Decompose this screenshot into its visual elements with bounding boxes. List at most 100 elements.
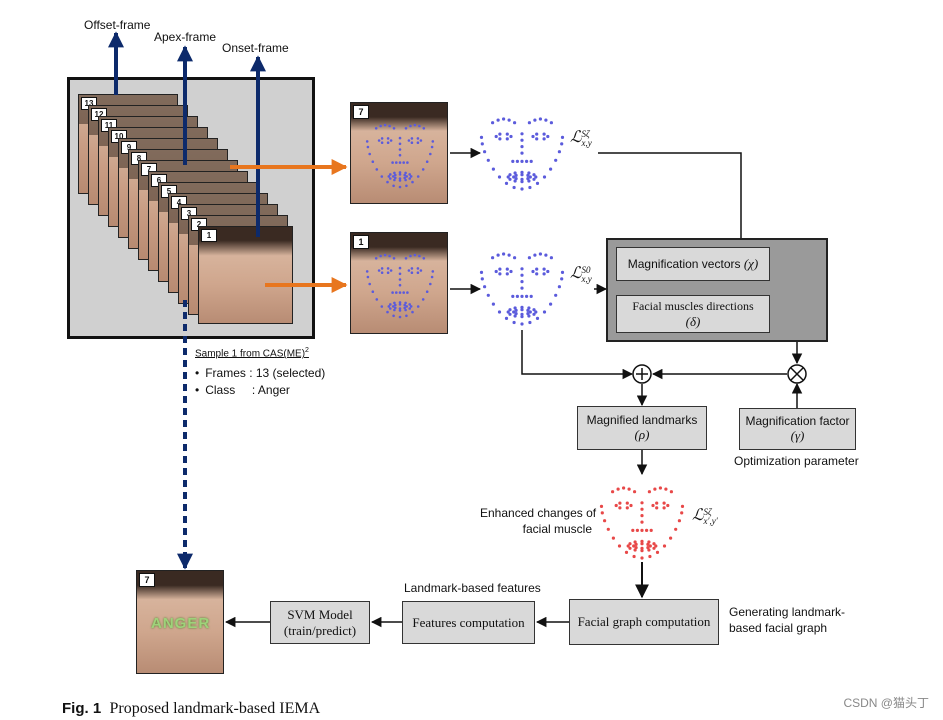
landmark-point: [647, 490, 651, 494]
landmark-point: [542, 267, 546, 271]
landmark-point: [520, 294, 524, 298]
landmark-point: [669, 490, 673, 494]
face-landmark-point: [386, 141, 390, 144]
landmark-point: [538, 252, 542, 256]
face-landmark-point: [383, 123, 387, 127]
landmark-point: [535, 137, 539, 141]
face-landmark-point: [418, 254, 421, 258]
face-landmark-point: [410, 267, 414, 270]
landmark-point: [634, 542, 638, 546]
face-landmark-point: [388, 254, 391, 258]
landmark-point: [611, 490, 615, 494]
sample-class: Class : Anger: [195, 382, 325, 399]
landmark-point: [504, 316, 509, 320]
landmark-point: [513, 171, 517, 175]
face-landmark-point: [404, 178, 407, 182]
landmark-point: [527, 179, 531, 183]
landmark-point: [520, 138, 524, 142]
landmark-point: [514, 312, 518, 316]
face-landmark-point: [410, 137, 414, 140]
landmark-point: [544, 118, 548, 122]
onset-frame-label: Onset-frame: [222, 41, 289, 55]
sample-frames: Frames : 13 (selected): [195, 365, 325, 382]
face-landmark-point: [398, 153, 402, 157]
landmark-point: [677, 519, 681, 523]
landmark-point: [647, 540, 651, 544]
landmark-point: [542, 310, 547, 314]
face-landmark-point: [404, 308, 407, 312]
landmark-point: [525, 159, 529, 163]
landmark-point: [502, 252, 506, 256]
face-landmark-point: [366, 275, 370, 279]
face-landmark-point: [425, 160, 429, 163]
result-face-image: 7 ANGER: [136, 570, 224, 674]
landmark-point: [497, 175, 502, 179]
landmark-point: [600, 511, 604, 515]
face-landmark-point: [404, 301, 407, 305]
watermark: CSDN @猫头丁: [843, 696, 929, 710]
optimization-parameter-label: Optimization parameter: [734, 454, 859, 468]
landmark-point: [625, 506, 629, 510]
landmark-point: [549, 256, 553, 260]
face-landmark-point: [374, 127, 378, 130]
landmark-point: [529, 159, 533, 163]
face-landmark-point: [418, 124, 421, 128]
face-landmark-point: [395, 161, 398, 164]
face-landmark-point: [398, 301, 402, 304]
landmark-point: [529, 294, 533, 298]
landmark-point: [483, 285, 487, 289]
landmark-point: [648, 544, 652, 548]
face-landmark-point: [371, 160, 375, 163]
face-landmark-point: [398, 309, 402, 312]
landmark-point: [629, 503, 633, 508]
face-landmark-point: [398, 315, 402, 319]
face-landmark-point: [387, 175, 391, 178]
face-landmark-point: [380, 137, 384, 140]
face-landmark-point: [392, 314, 395, 318]
landmark-point: [535, 132, 539, 136]
face-landmark-point: [398, 177, 402, 180]
landmark-point: [666, 503, 670, 508]
landmark-point: [633, 548, 637, 552]
landmark-point: [649, 528, 653, 532]
face-landmark-point: [386, 267, 390, 270]
face-landmark-point: [398, 291, 402, 294]
landmark-point: [533, 253, 537, 257]
face-landmark-point: [411, 310, 414, 314]
landmark-point: [627, 487, 631, 491]
landmark-features-label: Landmark-based features: [404, 581, 541, 595]
face-landmark-point: [398, 272, 402, 276]
face-landmark-point: [402, 161, 405, 164]
face-landmark-point: [416, 305, 420, 308]
landmark-point: [491, 121, 495, 125]
face-landmark-point: [405, 184, 408, 188]
face-landmark-point: [389, 269, 393, 272]
face-landmark-point: [380, 141, 384, 144]
landmark-point: [504, 181, 509, 185]
landmark-point: [531, 134, 535, 139]
face-landmark-point: [409, 124, 412, 128]
face-landmark-point: [398, 171, 402, 174]
face-landmark-point: [416, 137, 420, 140]
landmark-point: [531, 269, 535, 274]
landmark-point: [652, 542, 656, 546]
face-landmark-point: [383, 253, 387, 257]
landmark-point: [483, 150, 487, 154]
face-landmark-point: [392, 175, 395, 178]
stack-frame-number: 1: [201, 229, 217, 242]
landmark-point: [509, 269, 513, 274]
face-landmark-point: [403, 303, 406, 307]
onset-face-image: 1: [350, 232, 448, 334]
face-landmark-point: [386, 310, 389, 314]
face-landmark-point: [410, 271, 414, 274]
landmark-point: [680, 504, 685, 508]
landmark-point: [534, 175, 538, 179]
landmark-point: [635, 528, 639, 532]
landmark-point: [542, 132, 546, 136]
face-landmark-point: [398, 278, 402, 281]
face-landmark-point: [393, 301, 396, 305]
face-landmark-point: [431, 270, 435, 273]
face-landmark-point: [387, 305, 391, 308]
enhanced-landmark-cloud: [599, 486, 685, 560]
